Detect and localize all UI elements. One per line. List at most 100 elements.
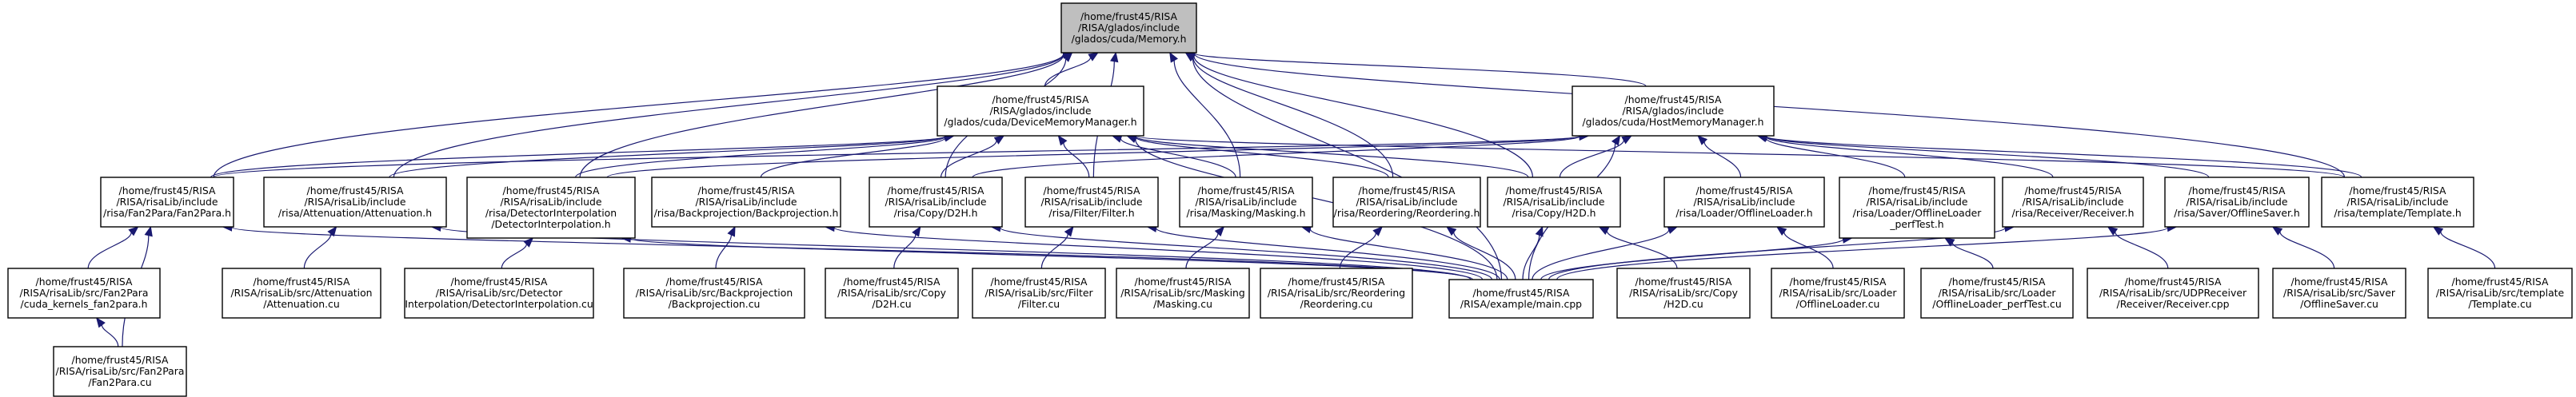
file-node-backproj-cu[interactable]: /home/frust45/RISA/RISA/risaLib/src/Back… bbox=[623, 268, 805, 319]
file-node-reorder-h[interactable]: /home/frust45/RISA/RISA/risaLib/include/… bbox=[1332, 177, 1481, 228]
edge-line bbox=[1783, 232, 1834, 269]
file-node-detint-cu[interactable]: /home/frust45/RISA/RISA/risaLib/src/Dete… bbox=[404, 268, 594, 319]
node-label-line: /glados/cuda/Memory.h bbox=[1072, 33, 1187, 45]
file-node-d2h-cu[interactable]: /home/frust45/RISA/RISA/risaLib/src/Copy… bbox=[825, 268, 959, 319]
edge-fan2para-cu-to-kernels-cu bbox=[95, 316, 119, 347]
node-label-line: /home/frust45/RISA bbox=[666, 276, 763, 288]
node-label-line: /cuda_kernels_fan2para.h bbox=[21, 298, 148, 310]
file-node-kernels-cu[interactable]: /home/frust45/RISA/RISA/risaLib/src/Fan2… bbox=[7, 268, 161, 319]
edge-line bbox=[893, 234, 917, 269]
arrowhead-icon bbox=[327, 225, 337, 237]
node-label-line: /Masking.cu bbox=[1153, 298, 1212, 310]
node-box bbox=[869, 177, 1003, 228]
node-label-line: /home/frust45/RISA bbox=[698, 185, 795, 197]
node-label-line: /RISA/risaLib/include bbox=[1040, 196, 1142, 208]
node-box bbox=[263, 177, 447, 228]
node-label-line: /Receiver/Receiver.cpp bbox=[2117, 298, 2230, 310]
file-node-detint-h[interactable]: /home/frust45/RISA/RISA/risaLib/include/… bbox=[466, 177, 636, 239]
node-label-line: /Backprojection.cu bbox=[669, 298, 761, 310]
file-node-saver-h[interactable]: /home/frust45/RISA/RISA/risaLib/include/… bbox=[2164, 177, 2310, 228]
edge-line bbox=[1063, 142, 1090, 178]
node-label-line: /glados/cuda/DeviceMemoryManager.h bbox=[944, 116, 1136, 128]
file-node-h2d-h[interactable]: /home/frust45/RISA/RISA/risaLib/include/… bbox=[1487, 177, 1621, 228]
file-node-offperf-h[interactable]: /home/frust45/RISA/RISA/risaLib/include/… bbox=[1839, 177, 1995, 239]
node-label-line: /RISA/risaLib/include bbox=[304, 196, 405, 208]
arrowhead-icon bbox=[1775, 226, 1787, 236]
file-node-devmem[interactable]: /home/frust45/RISA/RISA/glados/include/g… bbox=[937, 85, 1144, 137]
arrowhead-icon bbox=[2107, 226, 2119, 236]
node-label-line: /home/frust45/RISA bbox=[1949, 276, 2046, 288]
node-label-line: /risa/Loader/OfflineLoader.h bbox=[1675, 207, 1812, 219]
edge-d2h-h-to-devmem bbox=[940, 135, 1005, 178]
file-node-h2d-cu[interactable]: /home/frust45/RISA/RISA/risaLib/src/Copy… bbox=[1616, 268, 1751, 319]
file-node-reorder-cu[interactable]: /home/frust45/RISA/RISA/risaLib/src/Reor… bbox=[1260, 268, 1413, 319]
edge-devmem-to-memory bbox=[1044, 52, 1099, 87]
node-box bbox=[1060, 2, 1197, 54]
node-box bbox=[1663, 177, 1825, 228]
node-label-line: /RISA/risaLib/src/Copy bbox=[837, 287, 946, 299]
file-node-offperf-cu[interactable]: /home/frust45/RISA/RISA/risaLib/src/Load… bbox=[1920, 268, 2074, 319]
edge-line bbox=[1522, 235, 1540, 280]
edge-offperf-cu-to-offperf-h bbox=[1943, 237, 1994, 269]
node-label-line: /RISA/risaLib/include bbox=[885, 196, 986, 208]
file-node-offline-cu[interactable]: /home/frust45/RISA/RISA/risaLib/src/Load… bbox=[1771, 268, 1905, 319]
file-node-receiver-cpp[interactable]: /home/frust45/RISA/RISA/risaLib/src/UDPR… bbox=[2087, 268, 2259, 319]
file-node-filter-h[interactable]: /home/frust45/RISA/RISA/risaLib/include/… bbox=[1024, 177, 1159, 228]
node-label-line: /RISA/risaLib/include bbox=[500, 196, 601, 208]
node-box bbox=[100, 177, 234, 228]
file-node-offline-h[interactable]: /home/frust45/RISA/RISA/risaLib/include/… bbox=[1663, 177, 1825, 228]
edge-atten-cu-to-atten-h bbox=[303, 225, 337, 269]
node-label-line: /Attenuation.cu bbox=[263, 298, 339, 310]
edge-line bbox=[1703, 141, 1742, 178]
file-node-d2h-h[interactable]: /home/frust45/RISA/RISA/risaLib/include/… bbox=[869, 177, 1003, 228]
node-label-line: /OfflineLoader_perfTest.cu bbox=[1932, 298, 2061, 310]
arrowhead-icon bbox=[523, 237, 534, 248]
edge-line bbox=[210, 136, 946, 178]
file-node-memory[interactable]: /home/frust45/RISA/RISA/glados/include/g… bbox=[1060, 2, 1197, 54]
node-label-line: /risa/DetectorInterpolation bbox=[485, 207, 617, 219]
file-node-atten-cu[interactable]: /home/frust45/RISA/RISA/risaLib/src/Atte… bbox=[222, 268, 381, 319]
node-label-line: /RISA/risaLib/src/Attenuation bbox=[230, 287, 372, 299]
node-label-line: /glados/cuda/HostMemoryManager.h bbox=[1582, 116, 1763, 128]
file-node-template-h[interactable]: /home/frust45/RISA/RISA/risaLib/include/… bbox=[2321, 177, 2474, 228]
node-label-line: /RISA/risaLib/include bbox=[1693, 196, 1795, 208]
file-node-atten-h[interactable]: /home/frust45/RISA/RISA/risaLib/include/… bbox=[263, 177, 447, 228]
edge-line bbox=[1193, 53, 1647, 87]
node-label-line: /home/frust45/RISA bbox=[307, 185, 404, 197]
file-node-saver-cu[interactable]: /home/frust45/RISA/RISA/risaLib/src/Save… bbox=[2272, 268, 2406, 319]
file-node-fan2para-cu[interactable]: /home/frust45/RISA/RISA/risaLib/src/Fan2… bbox=[53, 346, 187, 397]
node-label-line: /home/frust45/RISA bbox=[1473, 287, 1570, 299]
node-label-line: /RISA/risaLib/src/Backprojection bbox=[636, 287, 793, 299]
node-label-line: /risa/Saver/OfflineSaver.h bbox=[2174, 207, 2299, 219]
node-label-line: /RISA/risaLib/include bbox=[1503, 196, 1604, 208]
node-label-line: /RISA/risaLib/src/Detector bbox=[436, 287, 563, 299]
edge-line bbox=[1532, 229, 1670, 280]
edge-line bbox=[1156, 228, 1500, 280]
file-node-masking-h[interactable]: /home/frust45/RISA/RISA/risaLib/include/… bbox=[1179, 177, 1313, 228]
file-node-filter-cu[interactable]: /home/frust45/RISA/RISA/risaLib/src/Filt… bbox=[972, 268, 1106, 319]
file-node-receiver-h[interactable]: /home/frust45/RISA/RISA/risaLib/include/… bbox=[2002, 177, 2144, 228]
edge-backproj-cu-to-backproj-h bbox=[715, 225, 736, 269]
file-node-hostmem[interactable]: /home/frust45/RISA/RISA/glados/include/g… bbox=[1572, 85, 1775, 137]
node-label-line: /home/frust45/RISA bbox=[1696, 185, 1793, 197]
file-node-main-cpp[interactable]: /home/frust45/RISA/RISA/example/main.cpp bbox=[1448, 279, 1594, 319]
node-label-line: /Template.cu bbox=[2468, 298, 2531, 310]
edge-line bbox=[101, 324, 119, 347]
edge-line bbox=[1765, 137, 1906, 178]
file-node-template-cu[interactable]: /home/frust45/RISA/RISA/risaLib/src/temp… bbox=[2427, 268, 2573, 319]
node-box bbox=[972, 268, 1106, 319]
file-node-masking-cu[interactable]: /home/frust45/RISA/RISA/risaLib/src/Mask… bbox=[1116, 268, 1250, 319]
node-label-line: /home/frust45/RISA bbox=[1790, 276, 1887, 288]
edge-line bbox=[1192, 57, 1394, 178]
node-box bbox=[2272, 268, 2406, 319]
node-label-line: Interpolation/DetectorInterpolation.cu bbox=[405, 298, 593, 310]
node-label-line: /home/frust45/RISA bbox=[503, 185, 600, 197]
file-node-backproj-h[interactable]: /home/frust45/RISA/RISA/risaLib/include/… bbox=[651, 177, 841, 228]
node-label-line: /home/frust45/RISA bbox=[451, 276, 548, 288]
node-label-line: /RISA/glados/include bbox=[989, 105, 1091, 117]
node-label-line: /Fan2Para.cu bbox=[88, 376, 151, 388]
file-node-fan2para-h[interactable]: /home/frust45/RISA/RISA/risaLib/include/… bbox=[100, 177, 234, 228]
edge-line bbox=[833, 227, 1484, 280]
node-label-line: /Filter.cu bbox=[1018, 298, 1060, 310]
